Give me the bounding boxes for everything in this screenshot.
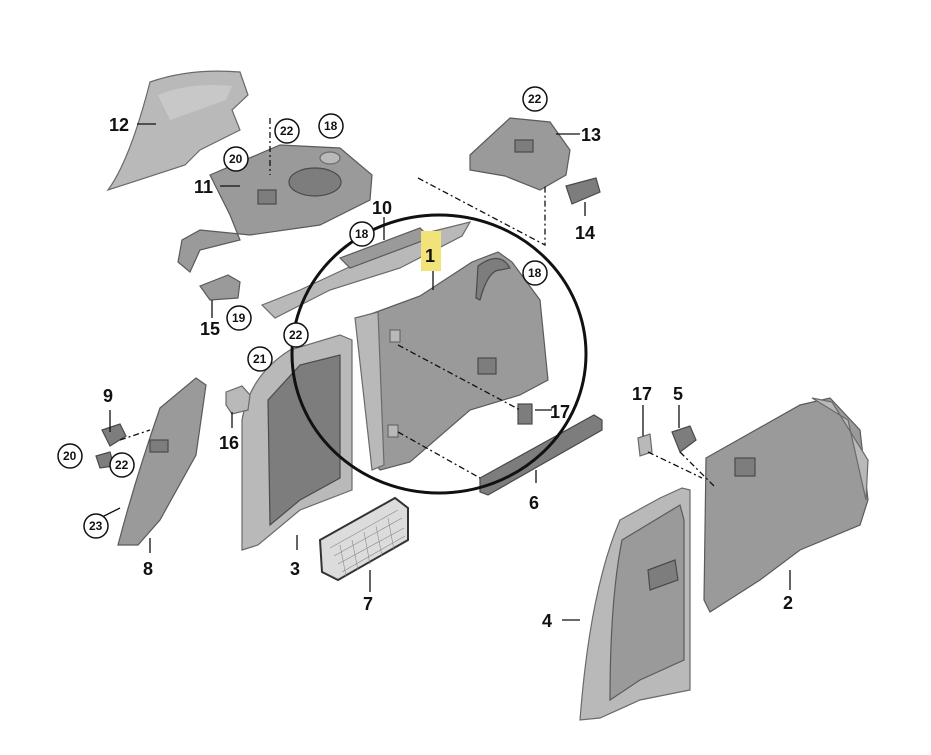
label-7: 7 [363,594,373,614]
part-11-bracket [177,144,373,273]
number-labels: 1 2 3 4 5 6 7 8 9 10 11 12 13 14 15 16 1… [103,115,793,631]
part-13-upper-bracket [469,117,571,191]
circled-labels: 18 18 18 19 20 20 21 22 [57,86,548,539]
leader-lines [95,123,791,621]
svg-text:22: 22 [289,328,303,342]
label-17-right: 17 [632,384,652,404]
circled-18-c: 18 [522,260,548,286]
circled-22-d: 22 [109,452,135,478]
highlight-circle [290,213,588,495]
part-16-clip [225,385,251,415]
label-4: 4 [542,611,552,631]
part-7-net [318,496,409,582]
svg-text:21: 21 [253,352,267,366]
label-5: 5 [673,384,683,404]
circled-22-c: 22 [283,322,309,348]
circled-20-b: 20 [57,443,83,469]
part-17-clip-center [517,403,533,425]
circled-19: 19 [226,305,252,331]
part-2-right-panel [703,397,869,613]
svg-text:20: 20 [63,449,77,463]
part-15-small-bracket [199,274,241,301]
svg-text:22: 22 [115,458,129,472]
circled-18-b: 18 [349,221,375,247]
part-8-pillar [117,377,207,546]
part-5-cap [671,425,697,453]
label-13: 13 [581,125,601,145]
svg-text:19: 19 [232,311,246,325]
part-14-block [565,177,601,205]
circled-20-a: 20 [223,146,249,172]
label-9: 9 [103,386,113,406]
label-6: 6 [529,493,539,513]
circled-18-a: 18 [318,113,344,139]
label-1: 1 [425,246,435,266]
label-15: 15 [200,319,220,339]
label-3: 3 [290,559,300,579]
part-17-clip-right [637,433,653,457]
part-3-storage-panel [241,334,353,551]
svg-text:22: 22 [280,124,294,138]
circled-21: 21 [247,346,273,372]
circled-22-b: 22 [522,86,548,112]
svg-text:18: 18 [324,119,338,133]
label-12: 12 [109,115,129,135]
circled-23: 23 [83,513,109,539]
label-14: 14 [575,223,595,243]
label-2: 2 [783,593,793,613]
assembly-lines [119,118,717,489]
svg-text:18: 18 [528,266,542,280]
label-8: 8 [143,559,153,579]
label-10: 10 [372,198,392,218]
label-1-highlight [421,231,441,271]
part-1-side-panel [354,251,549,471]
svg-text:23: 23 [89,519,103,533]
svg-text:18: 18 [355,227,369,241]
part-12-trim-cover [106,70,249,192]
circled-22-a: 22 [274,118,300,144]
part-4-right-cover [579,487,691,721]
label-16: 16 [219,433,239,453]
label-17-center: 17 [550,402,570,422]
svg-text:22: 22 [528,92,542,106]
label-11: 11 [194,177,213,197]
svg-text:20: 20 [229,152,243,166]
